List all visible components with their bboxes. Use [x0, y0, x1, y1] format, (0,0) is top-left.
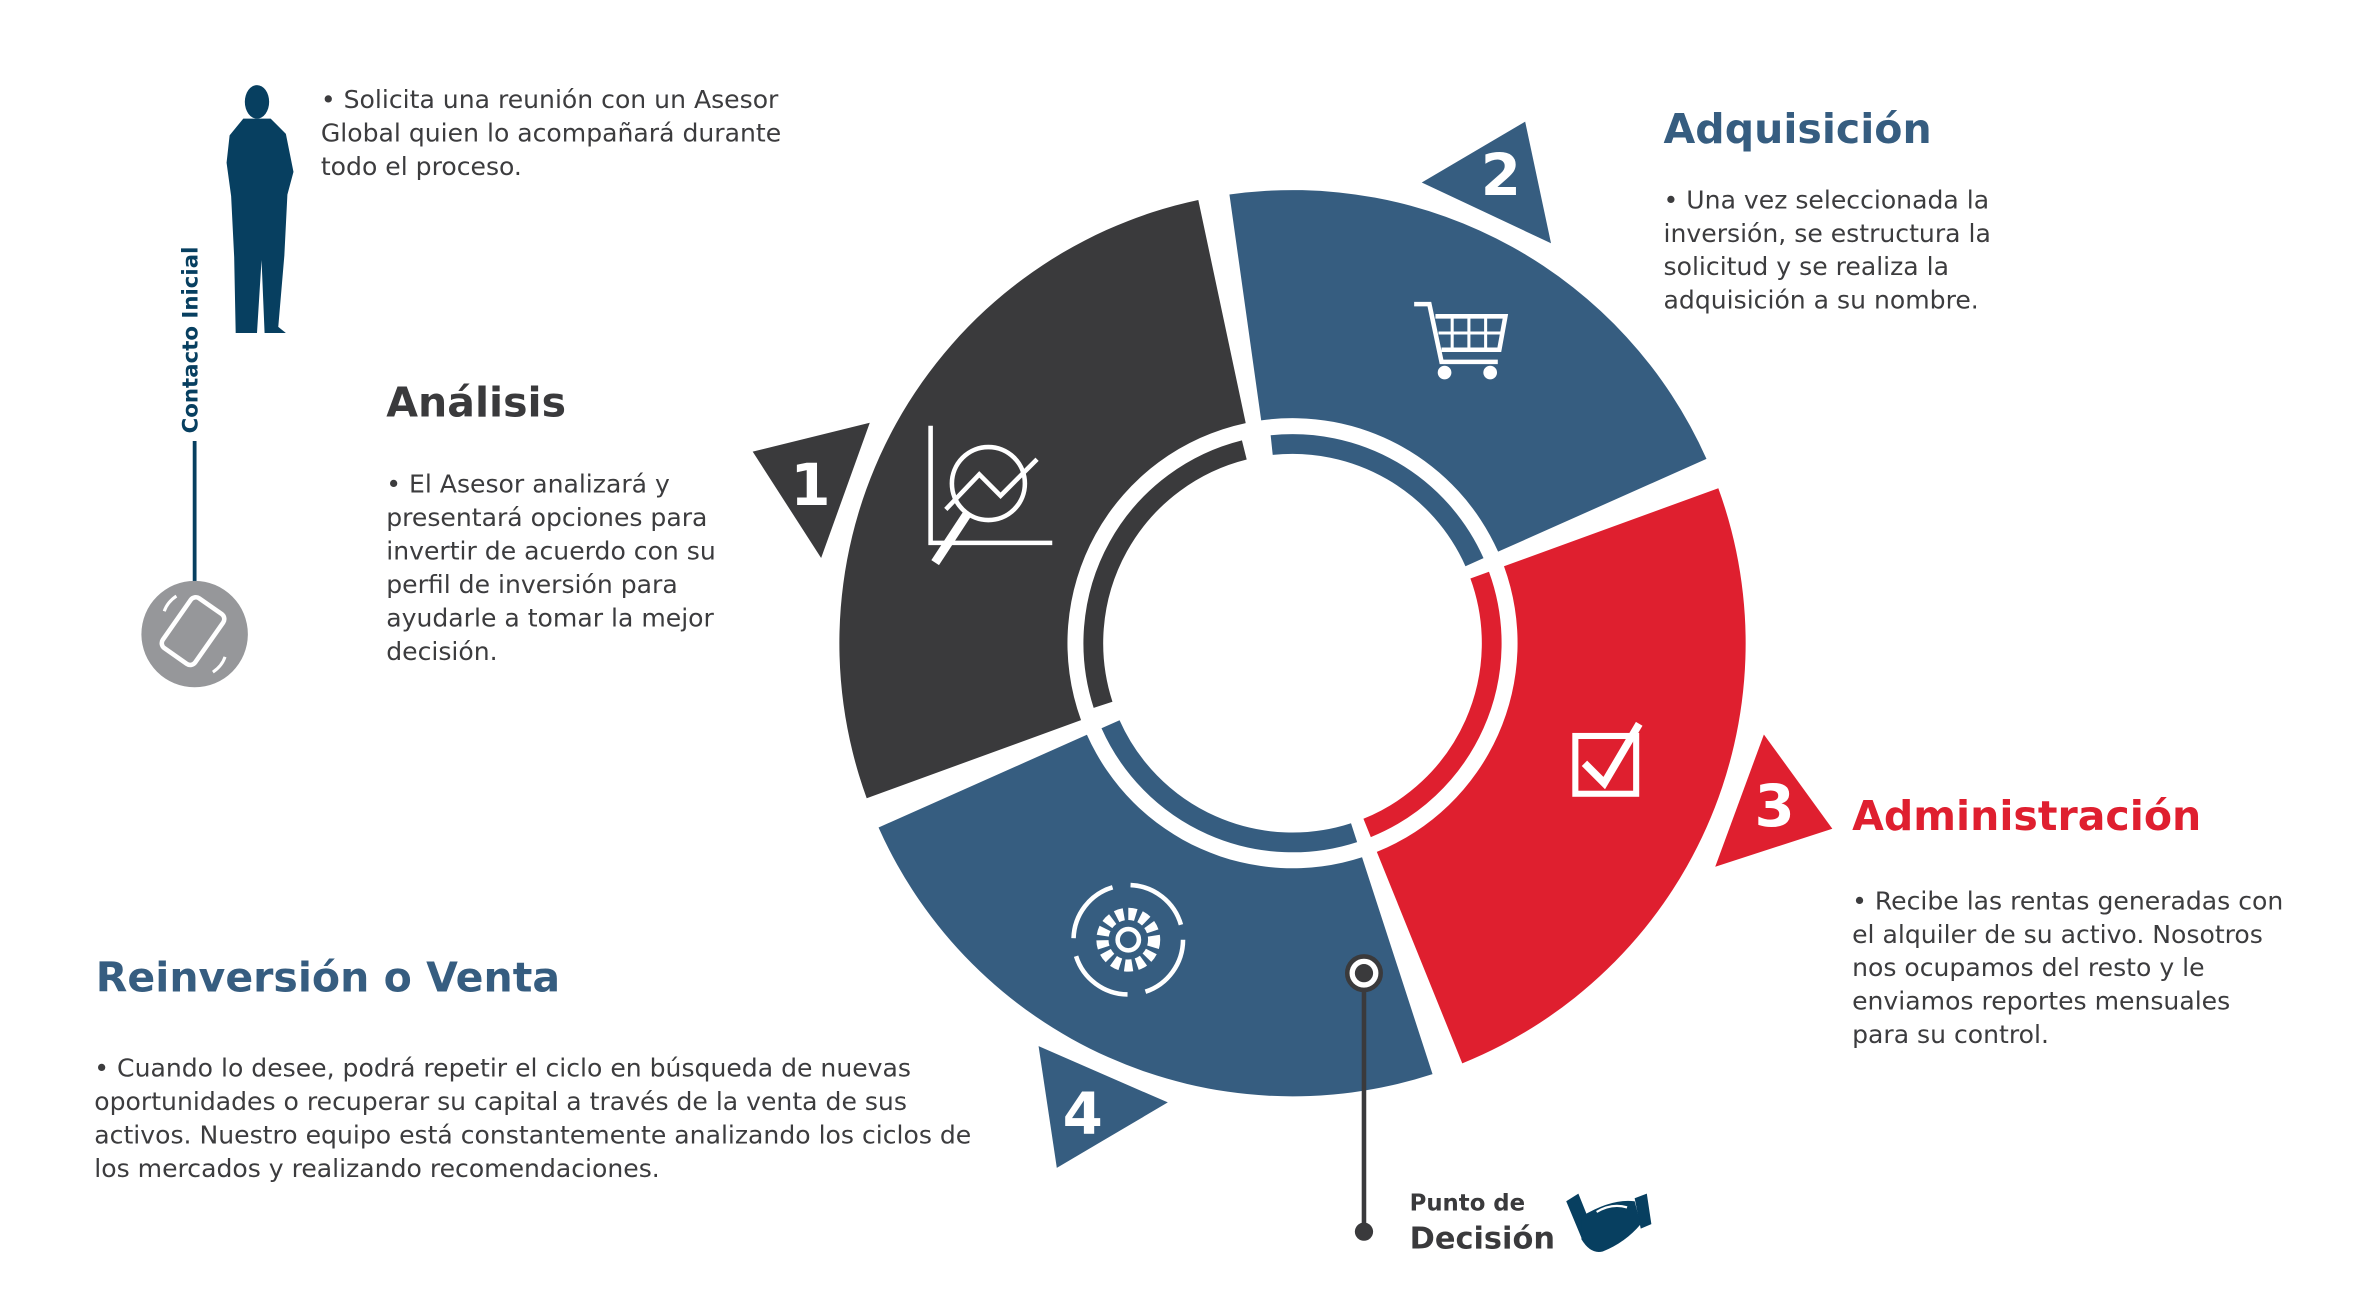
analytics-magnifier-icon: [928, 425, 1053, 566]
step-2-inner-arc: [1270, 434, 1484, 567]
decision-label-line1: Punto de: [1409, 1189, 1526, 1217]
step-2-number: 2: [1481, 141, 1521, 209]
contact-text: • Solicita una reunión con un Asesor Glo…: [320, 85, 782, 181]
step-2-text: • Una vez seleccionada la inversión, se …: [1663, 185, 1991, 315]
step-3-marker: [1715, 734, 1833, 867]
step-1-number: 1: [790, 451, 830, 519]
step-4-marker: [1038, 1046, 1168, 1168]
phone-vibrate-icon: [141, 580, 248, 688]
step-4-text: • Cuando lo desee, podrá repetir el cicl…: [94, 1053, 972, 1184]
step-2-title: Adquisición: [1663, 106, 1932, 154]
step-1-title: Análisis: [386, 380, 567, 428]
step-2-segment: [1229, 190, 1707, 552]
step-4-segment: [878, 734, 1433, 1097]
step-3-segment: [1376, 488, 1746, 1064]
step-2-marker: [1421, 121, 1552, 244]
step-3-text: • Recibe las rentas generadas con el alq…: [1852, 886, 2284, 1050]
step-3-inner-arc: [1363, 571, 1502, 838]
gear-cycle-icon: [1071, 882, 1186, 997]
step-4-title: Reinversión o Venta: [95, 954, 561, 1003]
step-4-inner-arc: [1101, 720, 1358, 853]
step-1-segment: [839, 199, 1246, 799]
shopping-cart-icon: [1414, 301, 1509, 380]
step-1-marker: [752, 422, 870, 559]
checkbox-icon: [1572, 721, 1643, 797]
step-1-inner-arc: [1083, 440, 1247, 708]
person-silhouette-icon: [226, 85, 294, 334]
step-3-title: Administración: [1852, 793, 2202, 841]
step-3-number: 3: [1754, 772, 1794, 840]
decision-label-line2: Decisión: [1409, 1219, 1556, 1257]
step-1-text: • El Asesor analizará y presentará opcio…: [386, 469, 716, 667]
decision-point-dot: [1354, 964, 1374, 983]
step-4-number: 4: [1063, 1079, 1103, 1147]
decision-end-dot: [1354, 1222, 1374, 1241]
